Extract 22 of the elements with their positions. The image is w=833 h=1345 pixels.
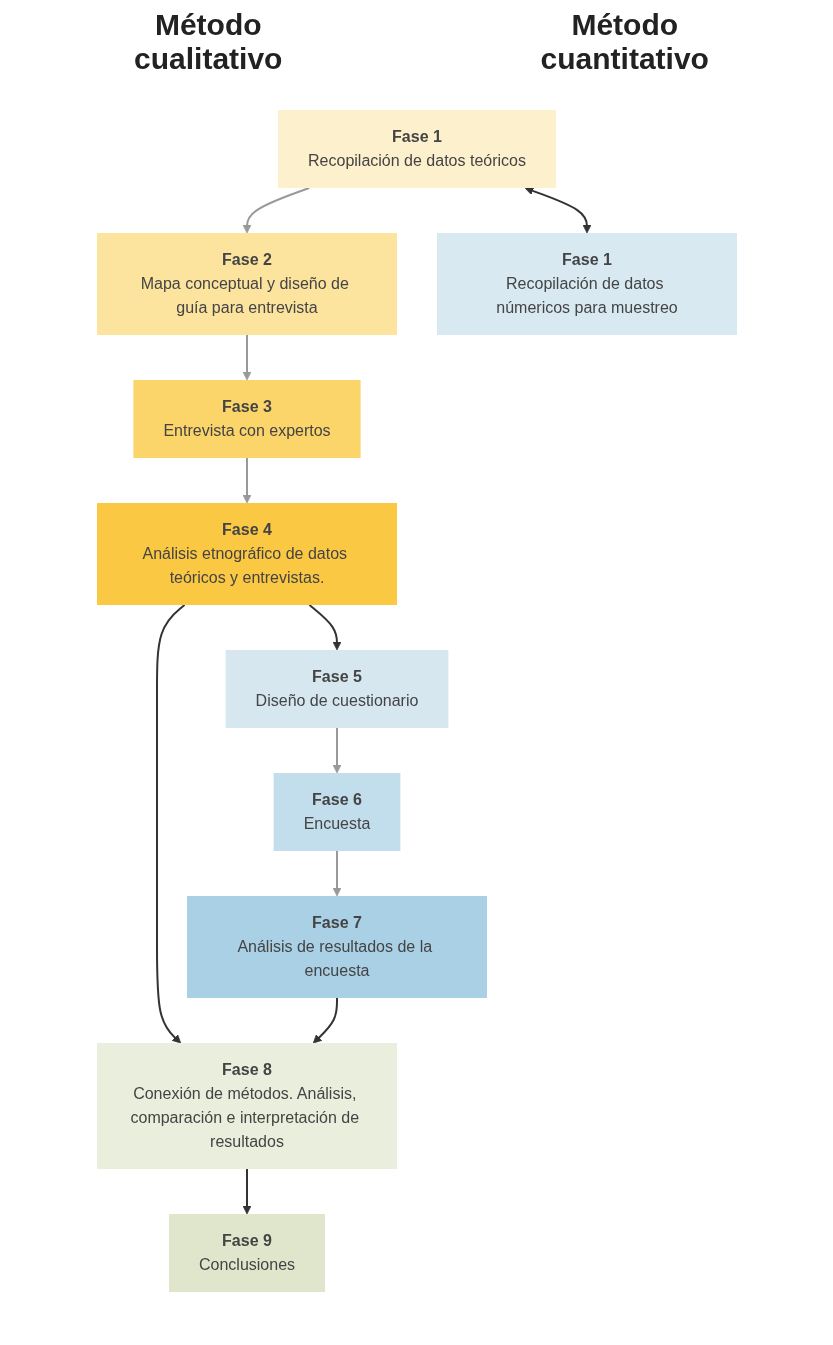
arrow xyxy=(312,997,338,1044)
node-box: Fase 7 Análisis de resultados de la encuesta xyxy=(186,896,487,998)
arrow xyxy=(155,604,186,1044)
node-box: Fase 8 Conexión de métodos. Análisis, comparación e interpretación de resultados xyxy=(96,1043,397,1169)
node-box: Fase 6 Encuesta xyxy=(273,773,400,851)
arrow xyxy=(524,186,591,234)
arrow xyxy=(242,1168,251,1215)
node-box: Fase 9 Conclusiones xyxy=(168,1214,325,1292)
node-box: Fase 4 Análisis etnográfico de datos teóricos y entrevistas. xyxy=(96,503,397,605)
arrow xyxy=(332,850,341,897)
arrow xyxy=(242,457,251,504)
arrow xyxy=(332,727,341,774)
arrow xyxy=(307,604,341,651)
arrow xyxy=(242,187,310,234)
node-box: Fase 5 Diseño de cuestionario xyxy=(225,650,448,728)
column-heading: Método cualitativo xyxy=(133,8,284,76)
node-box: Fase 1 Recopilación de datos teóricos xyxy=(277,110,556,188)
column-heading: Método cuantitativo xyxy=(539,8,710,76)
arrow xyxy=(242,334,251,381)
node-box: Fase 2 Mapa conceptual y diseño de guía para entrevista xyxy=(96,233,397,335)
node-box: Fase 1 Recopilación de datos númericos para muestreo xyxy=(436,233,737,335)
node-box: Fase 3 Entrevista con expertos xyxy=(132,380,361,458)
